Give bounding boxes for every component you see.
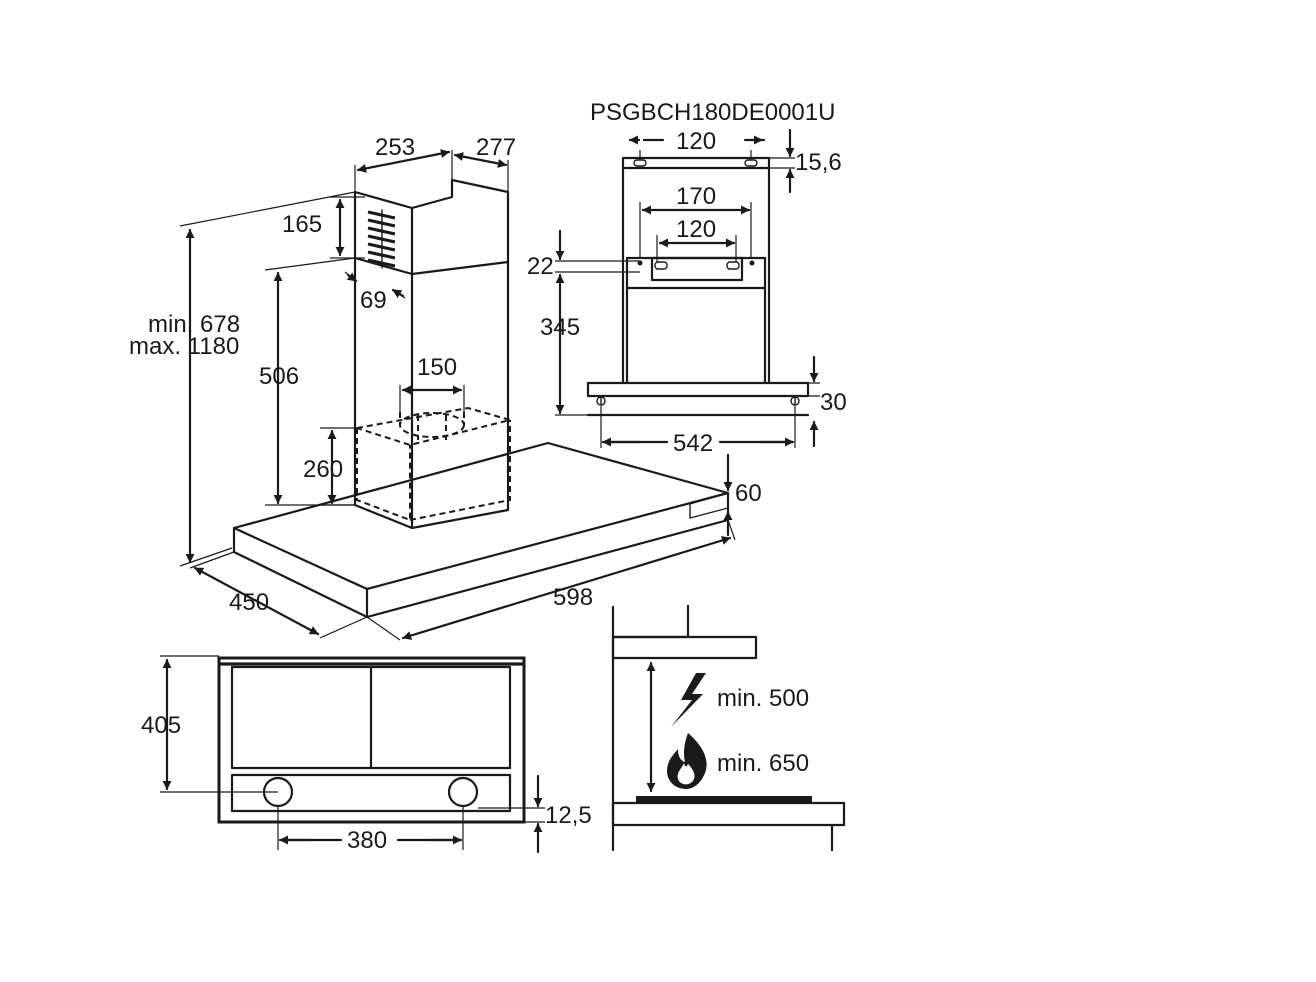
height-max-label: max. 1180 [129, 333, 239, 360]
width-598-label: 598 [553, 584, 593, 611]
height-min-label: min. 678 [148, 311, 240, 338]
chimney-depth-label: 277 [476, 134, 516, 161]
top-offset-label: 15,6 [795, 149, 842, 176]
electric-clearance-label: min. 500 [717, 685, 809, 712]
box-height-label: 260 [303, 456, 343, 483]
bottom-view: 405 380 12,5 [141, 655, 592, 854]
outlet-diameter-label: 150 [417, 354, 457, 381]
bracket-view: PSGBCH180DE0001U [527, 99, 847, 457]
lights-spacing-label: 380 [347, 827, 387, 854]
depth-405-label: 405 [141, 712, 181, 739]
vent-height-label: 165 [282, 211, 322, 238]
mid-width-label: 170 [676, 183, 716, 210]
isometric-view: 253 277 165 69 min. 678 max. 1180 506 15… [129, 134, 762, 641]
mounting-bracket [650, 256, 744, 282]
chimney-width-label: 253 [375, 134, 415, 161]
chimney-outline [353, 178, 510, 530]
light-right [447, 776, 479, 808]
hob-section [611, 801, 846, 827]
iso-dimension-lines [179, 149, 736, 641]
bracket-height-label: 345 [540, 314, 580, 341]
mid-holes-label: 120 [676, 216, 716, 243]
bracket-offset-label: 22 [527, 253, 554, 280]
flame-icon [667, 733, 707, 789]
canopy-thickness-label: 60 [735, 480, 762, 507]
height-506-label: 506 [259, 363, 299, 390]
clearance-view: min. 500 min. 650 [611, 604, 846, 852]
top-bracket [621, 156, 771, 170]
vent-slots [367, 209, 396, 269]
hob-top [636, 796, 812, 803]
bottom-holes-label: 542 [673, 430, 713, 457]
offset-69-label: 69 [360, 287, 387, 314]
bottom-outline [217, 656, 526, 824]
hood-section [611, 635, 758, 660]
depth-450-label: 450 [229, 589, 269, 616]
bottom-offset-label: 30 [820, 389, 847, 416]
control-strip [230, 773, 512, 813]
edge-offset-label: 12,5 [545, 802, 592, 829]
model-code: PSGBCH180DE0001U [590, 99, 835, 126]
motor-box-hidden [356, 406, 514, 522]
gas-clearance-label: min. 650 [717, 750, 809, 777]
lightning-icon [671, 673, 706, 727]
top-holes-label: 120 [676, 128, 716, 155]
